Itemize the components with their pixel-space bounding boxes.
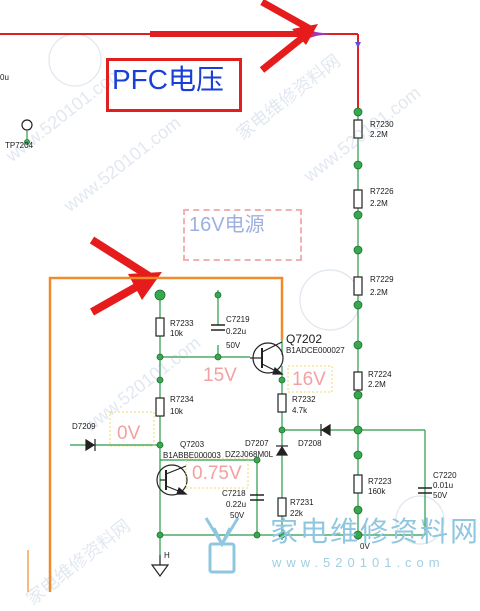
r7231-value: 22k xyxy=(290,509,303,518)
r7230-ref: R7230 xyxy=(370,120,394,129)
q7203-part: B1ABBE000003 xyxy=(163,451,221,460)
r7234-value: 10k xyxy=(170,407,183,416)
q7202-ref: Q7202 xyxy=(286,332,323,346)
r7223-value: 160k xyxy=(368,487,386,496)
r7231-ref: R7231 xyxy=(290,498,314,507)
pfc-annotation-box xyxy=(106,58,242,112)
voltage-halos xyxy=(109,365,333,489)
voltage-16v: 16V xyxy=(292,369,326,390)
tp7204-label: TP7204 xyxy=(5,141,34,150)
voltage-075v: 0.75V xyxy=(192,463,242,484)
voltage-0v: 0V xyxy=(117,423,141,444)
c7220-value: 0.01u xyxy=(433,481,454,490)
cut-value-label: 0u xyxy=(0,73,9,82)
r7231-body xyxy=(277,497,287,517)
r7233-ref: R7233 xyxy=(170,319,194,328)
pfc-voltage-label: PFC电压 xyxy=(112,64,225,95)
voltage-15v: 15V xyxy=(203,365,237,386)
r7233-body xyxy=(155,317,165,337)
d7208-ref: D7208 xyxy=(298,439,322,448)
c7219-ref: C7219 xyxy=(226,315,250,324)
test-point-tp7204 xyxy=(21,119,33,131)
r7224-ref: R7224 xyxy=(368,370,392,379)
node-0v-label: 0V xyxy=(360,542,370,551)
r7232-ref: R7232 xyxy=(292,395,316,404)
transistor-q7203 xyxy=(156,464,188,496)
diodes xyxy=(85,423,331,456)
schematic-canvas xyxy=(0,0,445,592)
r7226-body xyxy=(353,189,363,209)
d7207-part: DZ2J068M0L xyxy=(225,450,274,459)
power-16v-label: 16V电源 xyxy=(189,214,265,236)
logo-text: 家电维修资料网 xyxy=(270,515,480,548)
ground-symbol xyxy=(150,555,170,578)
r7226-ref: R7226 xyxy=(370,187,394,196)
c7218-ref: C7218 xyxy=(222,489,246,498)
r7232-value: 4.7k xyxy=(292,406,308,415)
r7232-body xyxy=(277,393,287,413)
capacitors xyxy=(211,324,432,501)
ground-label: H xyxy=(164,551,170,560)
d7207-ref: D7207 xyxy=(245,439,269,448)
nodes xyxy=(24,107,363,540)
r7234-ref: R7234 xyxy=(170,395,194,404)
c7218-value: 0.22u xyxy=(226,500,247,509)
r7234-body xyxy=(155,397,165,417)
r7229-ref: R7229 xyxy=(370,275,394,284)
r7223-ref: R7223 xyxy=(368,477,392,486)
r7224-body xyxy=(353,371,363,391)
supply-line xyxy=(27,276,284,592)
c7220-rating: 50V xyxy=(433,491,448,500)
transistor-q7202 xyxy=(250,341,284,375)
power-16v-box xyxy=(183,209,302,261)
c7219-rating: 50V xyxy=(226,341,241,350)
r7223-body xyxy=(353,474,363,494)
r7229-value: 2.2M xyxy=(370,288,388,297)
c7220-ref: C7220 xyxy=(433,471,457,480)
d7209-ref: D7209 xyxy=(72,422,96,431)
logo-url: www.520101.com xyxy=(272,555,445,570)
r7230-value: 2.2M xyxy=(370,130,388,139)
c7219-value: 0.22u xyxy=(226,327,247,336)
resistors xyxy=(155,119,363,517)
r7230-body xyxy=(353,119,363,139)
r7226-value: 2.2M xyxy=(370,199,388,208)
r7229-body xyxy=(353,276,363,296)
q7202-part: B1ADCE000027 xyxy=(286,346,345,355)
c7218-rating: 50V xyxy=(230,511,245,520)
r7224-value: 2.2M xyxy=(368,380,386,389)
r7233-value: 10k xyxy=(170,329,183,338)
logo-graphic xyxy=(204,517,240,574)
q7203-ref: Q7203 xyxy=(180,440,205,449)
